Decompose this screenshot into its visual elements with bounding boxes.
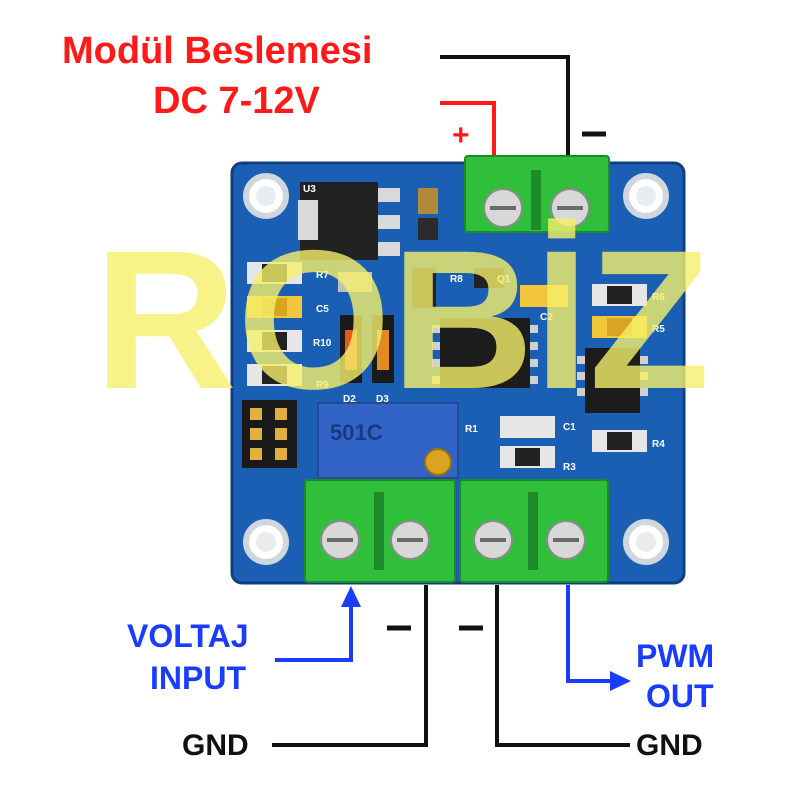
transistor-q1 [474,268,504,288]
gnd-right-wire [495,585,630,747]
title-line1: Modül Beslemesi [62,30,373,72]
capacitor-c2 [520,285,568,307]
voltage-regulator-u3 [298,182,400,260]
diode-d3 [372,315,394,383]
silk-r9: R9 [316,380,329,391]
gnd-right-label: GND [636,729,703,762]
output-label-line2: OUT [646,678,714,714]
potentiometer-marking: 501C [330,420,383,445]
mounting-hole-icon [623,519,669,565]
input-arrow [275,605,353,662]
power-terminal-block [464,155,610,233]
output-label-line1: PWM [636,638,715,674]
title-line2: DC 7-12V [153,80,320,122]
ic-chip [432,318,538,388]
silk-r7: R7 [316,270,329,281]
smd-component [500,416,555,438]
output-arrow [566,585,612,683]
diode-d2 [340,315,362,383]
smd-component [338,272,372,292]
gnd-left-label: GND [182,729,249,762]
mounting-hole-icon [623,173,669,219]
silk-r10: R10 [313,338,332,349]
input-terminal-block [304,479,456,583]
silk-c2: C2 [540,312,553,323]
silk-r1: R1 [465,424,478,435]
silk-c1: C1 [563,422,576,433]
mounting-hole-icon [243,519,289,565]
pcb-board: 501C U3 R7 C5 R10 R9 D2 D3 R8 Q1 C2 R6 R… [230,161,686,585]
silk-r8: R8 [450,274,463,285]
silk-r5: R5 [652,324,665,335]
smd-component [515,448,540,466]
arrow-up-icon [341,586,361,607]
silk-r6: R6 [652,292,665,303]
arrow-right-icon [610,671,631,691]
silk-q1: Q1 [497,274,511,285]
output-terminal-block [459,479,609,583]
gnd-left-wire [272,585,428,747]
silk-d3: D3 [376,394,389,405]
smd-resistor-column [592,284,647,452]
silk-r4: R4 [652,439,665,450]
silk-r3: R3 [563,462,576,473]
input-label-line1: VOLTAJ [127,618,249,654]
potentiometer: 501C [317,402,459,479]
power-positive-wire [440,101,496,155]
capacitor [418,188,438,214]
input-label-line2: INPUT [150,660,246,696]
capacitor [418,218,438,240]
power-negative-wire [440,55,570,155]
power-plus-sign: + [452,119,470,152]
jumper-header [242,400,297,468]
smd-resistor-column [247,262,302,386]
smd-component [412,268,436,308]
mounting-hole-icon [243,173,289,219]
watermark: ROBİZ [94,209,710,430]
silk-d2: D2 [343,394,356,405]
silk-u3: U3 [303,184,316,195]
silk-c5: C5 [316,304,329,315]
ic-chip [577,348,648,413]
